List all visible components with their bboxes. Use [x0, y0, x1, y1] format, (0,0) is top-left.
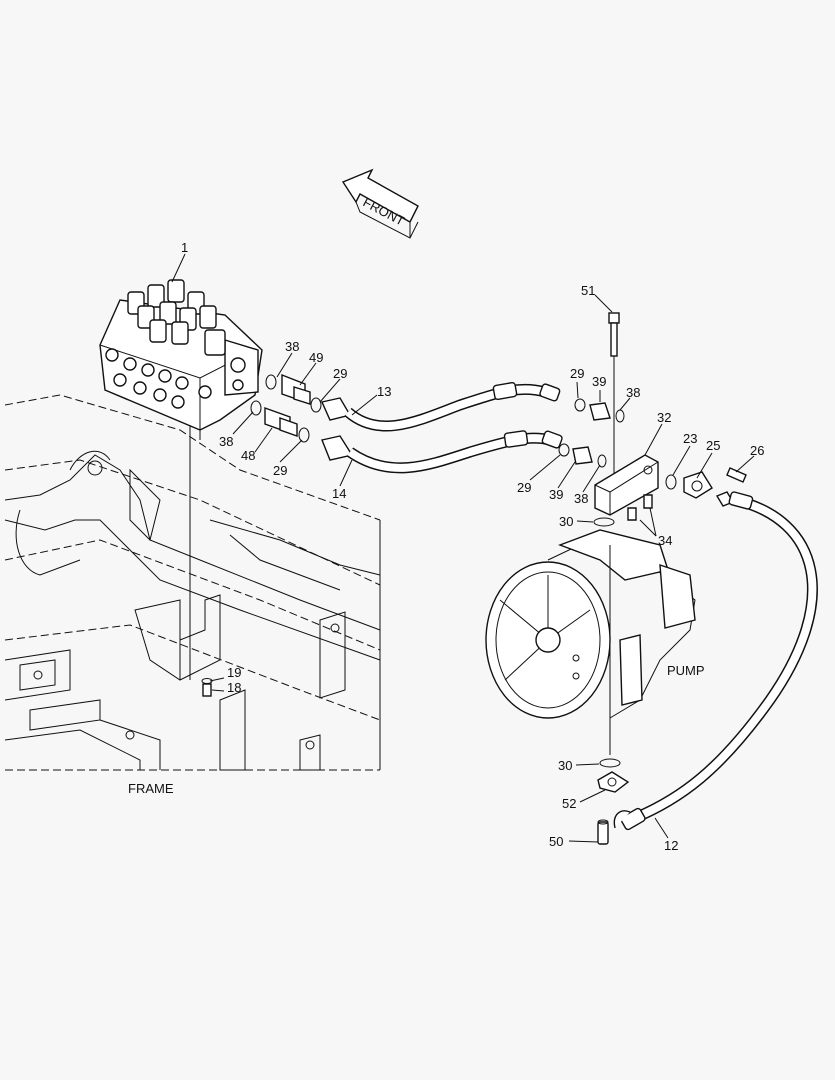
callout-34: 34	[658, 533, 672, 548]
callout-32: 32	[657, 410, 671, 425]
callout-29: 29	[570, 366, 584, 381]
callout-38: 38	[574, 491, 588, 506]
callout-23: 23	[683, 431, 697, 446]
hose-fittings-left	[250, 373, 322, 443]
callout-48: 48	[241, 448, 255, 463]
callout-25: 25	[706, 438, 720, 453]
flange-52-assembly	[597, 771, 630, 845]
callout-51: 51	[581, 283, 595, 298]
callout-29: 29	[333, 366, 347, 381]
frame-label: FRAME	[128, 781, 174, 796]
hose-12	[613, 491, 818, 831]
callout-50: 50	[549, 834, 563, 849]
hose-13	[321, 381, 561, 432]
callout-13: 13	[377, 384, 391, 399]
callout-39: 39	[592, 374, 606, 389]
callout-29: 29	[517, 480, 531, 495]
front-direction-arrow: FRONT	[341, 168, 419, 239]
callout-29: 29	[273, 463, 287, 478]
callout-49: 49	[309, 350, 323, 365]
callout-30: 30	[559, 514, 573, 529]
leader-lines	[171, 253, 755, 843]
pump-assembly	[485, 529, 696, 768]
hose-fittings-right	[558, 398, 625, 468]
callout-30: 30	[558, 758, 572, 773]
callout-39: 39	[549, 487, 563, 502]
pump-label: PUMP	[667, 663, 705, 678]
hose-14	[321, 430, 563, 474]
flange-assembly	[665, 467, 747, 507]
callout-12: 12	[664, 838, 678, 853]
callout-18: 18	[227, 680, 241, 695]
callouts: 1 38 49 29 13 38 48 29 14 51 29 39 38 32…	[181, 240, 764, 853]
callout-1: 1	[181, 240, 188, 255]
callout-14: 14	[332, 486, 346, 501]
callout-38: 38	[285, 339, 299, 354]
callout-38: 38	[626, 385, 640, 400]
control-valve	[99, 279, 263, 431]
callout-52: 52	[562, 796, 576, 811]
callout-19: 19	[227, 665, 241, 680]
frame-assembly	[4, 394, 381, 771]
callout-38: 38	[219, 434, 233, 449]
callout-26: 26	[750, 443, 764, 458]
